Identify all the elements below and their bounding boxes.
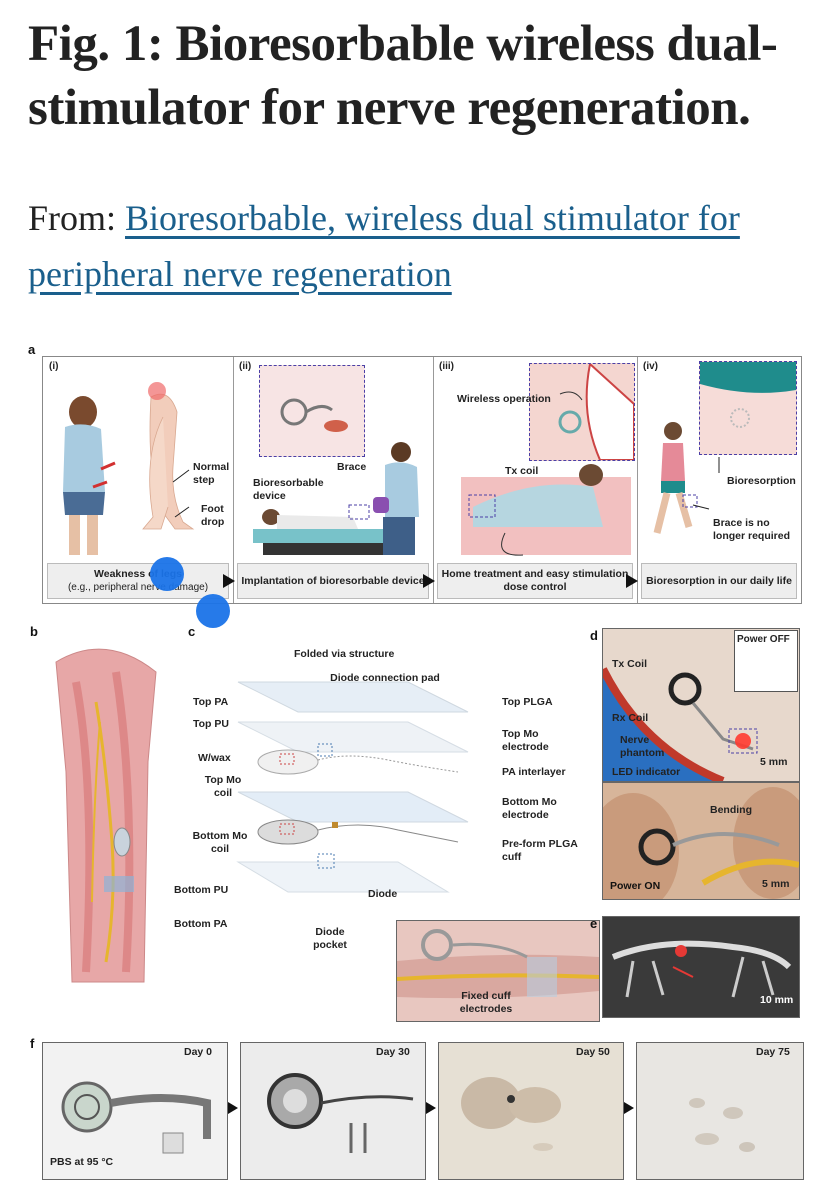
label-bioresorption: Bioresorption	[727, 475, 796, 487]
label-led-indicator: LED indicator	[612, 766, 681, 778]
device-day-75	[689, 1098, 755, 1152]
from-prefix: From:	[28, 198, 117, 238]
day-75-photo	[636, 1042, 804, 1180]
label-bottom-pa: Bottom PA	[174, 918, 228, 930]
selection-handle-end[interactable]	[196, 594, 230, 628]
label-brace-not-required: Brace is no longer required	[713, 517, 791, 542]
label-diode-connection-pad: Diode connection pad	[330, 672, 440, 684]
wireless-inset	[529, 363, 635, 461]
running-woman-illustration	[653, 422, 720, 534]
label-top-pa: Top PA	[193, 696, 229, 708]
caption-weakness: Weakness of legs (e.g., peripheral nerve…	[47, 563, 229, 599]
day-0-photo	[42, 1042, 228, 1180]
panel-letter-f: f	[30, 1036, 35, 1051]
cuff-electrode-inset	[396, 920, 600, 1022]
bioresorption-inset	[699, 361, 797, 455]
implantation-illustration	[253, 442, 419, 555]
figure-image: a (i) Normal step Foot drop	[28, 342, 808, 1192]
label-bottom-mo-electrode: Bottom Mo electrode	[502, 796, 557, 821]
label-rx-coil: Rx Coil	[612, 712, 649, 724]
arrow-right	[426, 1102, 436, 1114]
label-top-mo-coil: Top Mo coil	[204, 774, 242, 799]
device-inset	[259, 365, 365, 457]
panel-letter-a: a	[28, 342, 36, 357]
label-tx-coil: Tx coil	[505, 465, 539, 477]
subpanel-number: (ii)	[239, 361, 252, 372]
panel-a-sub-iv: (iv) Bioresorption Brace is no longer re…	[637, 357, 801, 603]
label-pbs-condition: PBS at 95 °C	[50, 1156, 114, 1168]
page-title: Fig. 1: Bioresorbable wireless dual-stim…	[28, 16, 778, 136]
panel-a-sub-ii: (ii) Brace Bioresorbable dev	[233, 357, 434, 603]
label-power-on: Power ON	[610, 880, 661, 892]
arrow-right	[626, 574, 638, 588]
subpanel-number: (iii)	[439, 361, 454, 372]
scale-bar-5mm: 5 mm	[762, 878, 790, 890]
rat-skeleton-ct	[611, 940, 792, 998]
source-article-link[interactable]: Bioresorbable, wireless dual stimulator …	[28, 198, 740, 294]
label-day-30: Day 30	[376, 1046, 410, 1058]
label-day-50: Day 50	[576, 1046, 610, 1058]
label-top-plga: Top PLGA	[502, 696, 553, 708]
caption-bioresorption: Bioresorption in our daily life	[641, 563, 797, 599]
label-w-wax: W/wax	[198, 752, 231, 764]
label-top-pu: Top PU	[193, 718, 229, 730]
label-brace: Brace	[337, 461, 367, 473]
arrow-right	[223, 574, 235, 588]
panel-letter-b: b	[30, 624, 38, 639]
label-day-0: Day 0	[184, 1046, 213, 1058]
caption-home-treatment: Home treatment and easy stimulation dose…	[437, 563, 633, 599]
label-pre-form-plga-cuff: Pre-form PLGA cuff	[502, 838, 578, 863]
panel-letter-d: d	[590, 628, 598, 643]
label-normal-step: Normal step	[193, 461, 230, 486]
device-day-30	[267, 1073, 414, 1153]
home-treatment-illustration	[461, 464, 631, 556]
panel-letter-e: e	[590, 916, 598, 931]
leg-anatomy-illustration	[55, 648, 157, 983]
label-diode-pocket: Diode pocket	[313, 926, 347, 951]
leg-weakness-illustration	[63, 382, 195, 555]
day-30-photo	[240, 1042, 426, 1180]
label-bottom-pu: Bottom PU	[174, 884, 229, 896]
subpanel-number: (i)	[49, 361, 59, 372]
label-bioresorbable-device: Bioresorbable device	[253, 477, 324, 502]
exploded-device-diagram	[236, 681, 469, 893]
device-day-0	[61, 1081, 211, 1154]
panel-a-sub-iii: (iii) Wireless operation Tx coil Home tr…	[433, 357, 638, 603]
label-pa-interlayer: PA interlayer	[502, 766, 566, 778]
bending-device-photo	[603, 787, 799, 899]
label-power-off: Power OFF	[737, 634, 790, 645]
power-off-inset: Power OFF	[734, 630, 798, 692]
arrow-right	[228, 1102, 238, 1114]
label-foot-drop: Foot drop	[201, 503, 225, 528]
panel-a-sub-i: (i) Normal step Foot drop Weaknes	[43, 357, 234, 603]
power-on-photo	[602, 782, 800, 900]
scale-bar-5mm: 5 mm	[760, 756, 788, 768]
source-line: From: Bioresorbable, wireless dual stimu…	[28, 190, 818, 302]
selection-handle-start[interactable]	[150, 557, 184, 591]
arrow-right	[423, 574, 435, 588]
cuff-electrode-illustration	[397, 929, 599, 999]
device-icon	[280, 398, 348, 432]
label-top-mo-electrode: Top Mo electrode	[502, 728, 549, 753]
label-wireless-operation: Wireless operation	[457, 393, 551, 405]
label-bending: Bending	[710, 804, 752, 816]
label-tx-coil: Tx Coil	[612, 658, 648, 670]
label-diode: Diode	[368, 888, 398, 900]
label-fixed-cuff-electrodes: Fixed cuff electrodes	[459, 990, 513, 1015]
micro-ct-photo	[602, 916, 800, 1018]
label-bottom-mo-coil: Bottom Mo coil	[192, 830, 248, 855]
scale-bar-10mm: 10 mm	[760, 994, 794, 1006]
resorbed-device-icon	[700, 362, 796, 428]
label-nerve-phantom: Nerve phantom	[620, 734, 665, 759]
label-day-75: Day 75	[756, 1046, 790, 1058]
caption-implantation: Implantation of bioresorbable device	[237, 563, 429, 599]
day-50-photo	[438, 1042, 624, 1180]
panel-letter-c: c	[188, 624, 196, 639]
arrow-right	[624, 1102, 634, 1114]
label-folded-via: Folded via structure	[294, 648, 395, 660]
device-day-50	[461, 1077, 561, 1151]
subpanel-number: (iv)	[643, 361, 658, 372]
